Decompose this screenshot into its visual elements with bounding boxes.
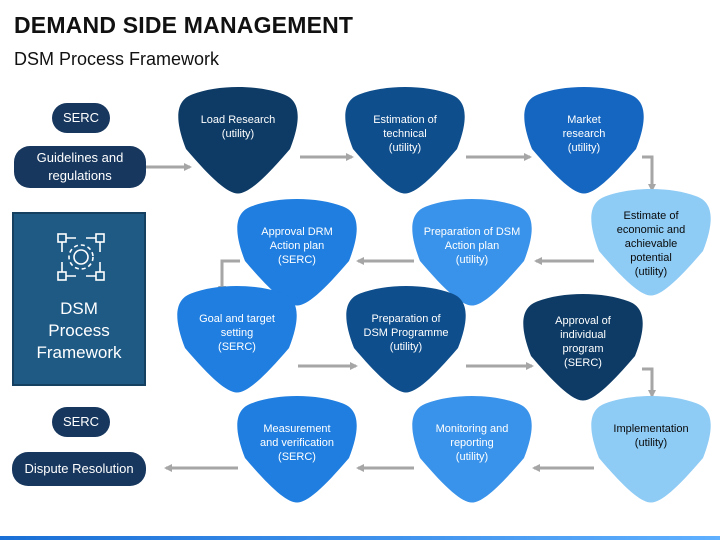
serc-bottom-label: SERC: [62, 414, 100, 430]
step-shape-goal-target: [177, 286, 297, 393]
page-subtitle: DSM Process Framework: [14, 49, 220, 69]
serc-top-pill: SERC: [52, 103, 110, 133]
process-cycle-icon: [57, 233, 105, 281]
step-shape-monitoring-reporting: [412, 396, 532, 503]
step-shape-preparation-programme: [346, 286, 466, 393]
step-shape-preparation-action-plan: [412, 199, 532, 306]
step-shape-measurement-verification: [237, 396, 357, 503]
arrow-approval-to-goal: [218, 259, 240, 294]
center-framework-label: DSM Process Framework: [36, 299, 122, 363]
step-shape-approval-individual: [523, 294, 643, 401]
arrow-individual-to-implementation: [642, 367, 656, 398]
step-shape-approval-drm: [237, 199, 357, 306]
center-framework-box: DSM Process Framework: [12, 212, 146, 386]
step-shape-estimation-technical: [345, 87, 465, 194]
serc-bottom-pill: SERC: [52, 407, 110, 437]
serc-top-label: SERC: [62, 110, 100, 126]
step-shape-estimate-potential: [591, 189, 711, 296]
guidelines-label: Guidelines and regulations: [36, 150, 124, 183]
page-title: DEMAND SIDE MANAGEMENT: [14, 12, 354, 38]
step-shape-market-research: [524, 87, 644, 194]
dispute-resolution-pill: Dispute Resolution: [12, 452, 146, 486]
guidelines-pill: Guidelines and regulations: [14, 146, 146, 188]
footer-accent-bar: [0, 536, 720, 540]
dispute-resolution-label: Dispute Resolution: [24, 461, 134, 477]
step-shape-load-research: [178, 87, 298, 194]
arrow-market-to-estimate: [642, 155, 656, 192]
step-shape-implementation: [591, 396, 711, 503]
